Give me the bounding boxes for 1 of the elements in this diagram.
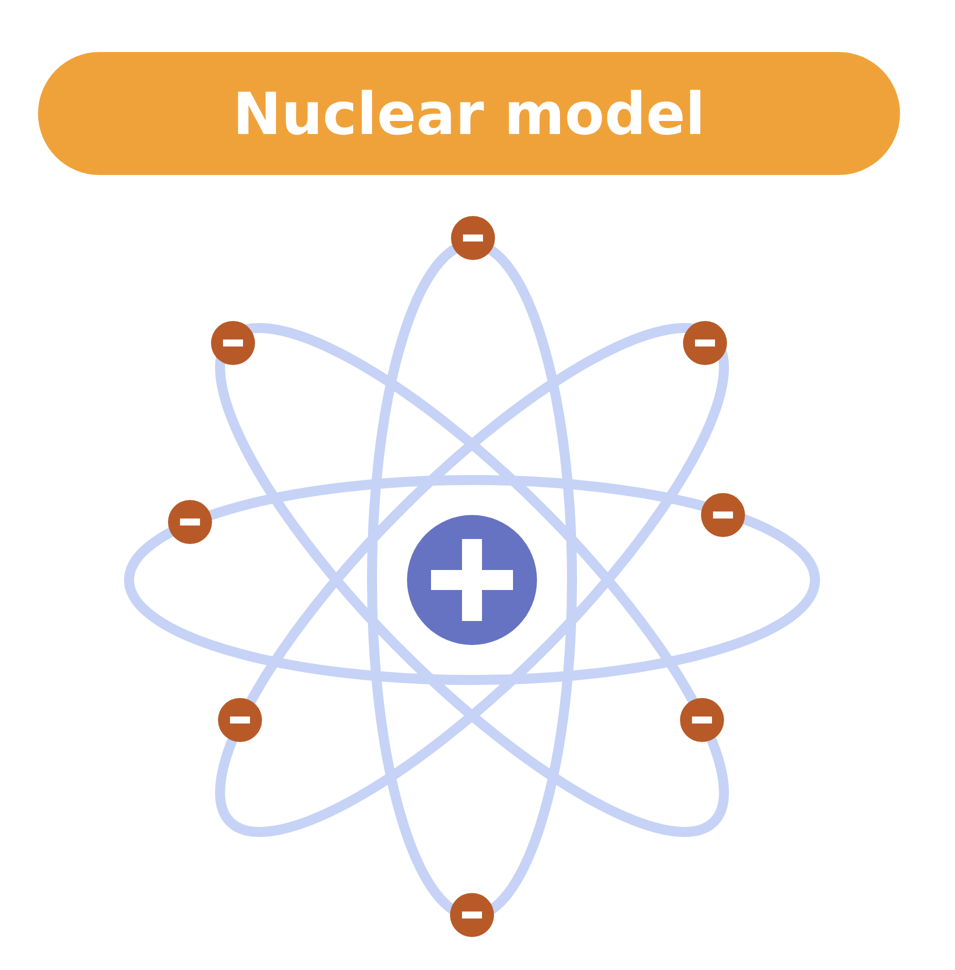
title-banner: Nuclear model <box>38 52 900 175</box>
